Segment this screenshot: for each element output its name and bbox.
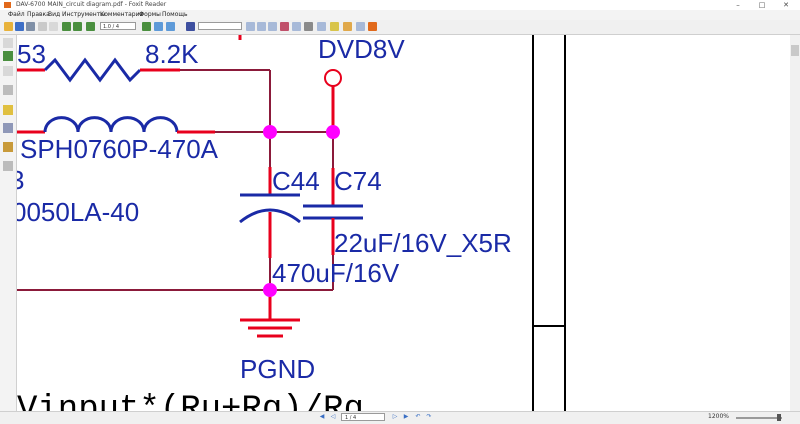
hand-tool-icon[interactable] — [38, 22, 47, 31]
find-binoculars-icon[interactable] — [186, 22, 195, 31]
label-c44: C44 — [272, 166, 320, 196]
junction-dot — [263, 125, 277, 139]
label-pgnd: PGND — [240, 354, 315, 384]
prev-page-icon[interactable] — [73, 22, 82, 31]
resistor-symbol — [43, 57, 142, 83]
last-page-icon[interactable] — [142, 22, 151, 31]
last-page-nav-icon[interactable]: ▶ — [403, 413, 409, 420]
signatures-icon[interactable] — [3, 161, 13, 171]
stamp-icon[interactable] — [356, 22, 365, 31]
status-page-field[interactable]: 1 / 4 — [341, 413, 385, 421]
zoom-level[interactable]: 1200% — [708, 413, 729, 420]
junction-dot — [263, 283, 277, 297]
label-8-2k: 8.2K — [145, 39, 199, 69]
c44-plate-bottom — [239, 208, 301, 224]
next-page-icon[interactable] — [86, 22, 95, 31]
label-dvd8v: DVD8V — [318, 35, 405, 64]
label-formula: Vinput*(Ru+Rg)/Rg — [17, 391, 364, 411]
inductor-symbol — [43, 116, 179, 133]
fit-width-icon[interactable] — [257, 22, 266, 31]
facing-page-icon[interactable] — [292, 22, 301, 31]
menu-forms[interactable]: Формы — [139, 11, 161, 18]
print-icon[interactable] — [26, 22, 35, 31]
status-bar — [0, 411, 800, 424]
sign-icon[interactable] — [368, 22, 377, 31]
single-page-icon[interactable] — [268, 22, 277, 31]
snapshot-icon[interactable] — [317, 22, 326, 31]
search-field[interactable] — [198, 22, 242, 30]
zoom-slider[interactable] — [736, 417, 782, 419]
close-button[interactable]: ✕ — [783, 1, 789, 9]
foxit-app-icon — [4, 2, 11, 8]
minimize-button[interactable]: – — [736, 1, 740, 9]
document-canvas[interactable]: 53 8.2K SPH0760P-470A 3 0050LA-40 DVD8V … — [17, 35, 790, 411]
zoom-slider-knob[interactable] — [777, 414, 781, 421]
menu-bar: Файл Правка Вид Инструменты Комментарии … — [0, 10, 800, 20]
prev-page-nav-icon[interactable]: ◁ — [330, 413, 336, 420]
maximize-button[interactable]: □ — [758, 1, 766, 9]
open-folder-icon[interactable] — [4, 22, 13, 31]
continuous-page-icon[interactable] — [280, 22, 289, 31]
rotate-view-icon[interactable] — [304, 22, 313, 31]
label-470uf: 470uF/16V — [272, 258, 400, 288]
menu-comments[interactable]: Комментарии — [100, 11, 144, 18]
tags-icon[interactable] — [3, 105, 13, 115]
save-icon[interactable] — [15, 22, 24, 31]
typewriter-icon[interactable] — [330, 22, 339, 31]
next-page-nav-icon[interactable]: ▷ — [392, 413, 398, 420]
label-53: 53 — [17, 39, 46, 69]
security-icon[interactable] — [3, 142, 13, 152]
attachments-icon[interactable] — [3, 123, 13, 133]
select-text-icon[interactable] — [49, 22, 58, 31]
forward-nav-icon[interactable]: ↷ — [426, 413, 432, 420]
menu-view[interactable]: Вид — [48, 11, 61, 18]
bookmarks-icon[interactable] — [3, 38, 13, 48]
zoom-in-icon[interactable] — [154, 22, 163, 31]
label-c74: C74 — [334, 166, 382, 196]
first-page-icon[interactable] — [62, 22, 71, 31]
menu-help[interactable]: Помощь — [162, 11, 188, 18]
window-title: DAV-6700 MAIN_circuit diagram.pdf - Foxi… — [16, 1, 167, 8]
vertical-scrollbar[interactable] — [790, 35, 800, 411]
note-icon[interactable] — [343, 22, 352, 31]
scrollbar-thumb[interactable] — [791, 45, 799, 56]
left-navigation-panel — [0, 35, 17, 411]
comments-icon[interactable] — [3, 85, 13, 95]
label-22uf: 22uF/16V_X5R — [334, 228, 512, 258]
pages-icon[interactable] — [3, 51, 13, 61]
menu-tools[interactable]: Инструменты — [62, 11, 105, 18]
label-0050la: 0050LA-40 — [17, 197, 139, 227]
junction-dot — [326, 125, 340, 139]
layers-icon[interactable] — [3, 66, 13, 76]
first-page-nav-icon[interactable]: ◀ — [319, 413, 325, 420]
zoom-out-icon[interactable] — [166, 22, 175, 31]
page-number-field[interactable]: 1.0 / 4 — [100, 22, 136, 30]
label-sph0760p: SPH0760P-470A — [20, 134, 219, 164]
circuit-schematic: 53 8.2K SPH0760P-470A 3 0050LA-40 DVD8V … — [17, 35, 566, 411]
back-nav-icon[interactable]: ↶ — [415, 413, 421, 420]
menu-file[interactable]: Файл — [8, 11, 25, 18]
label-3: 3 — [17, 165, 24, 195]
dvd8v-terminal — [324, 69, 342, 87]
fit-page-icon[interactable] — [246, 22, 255, 31]
menu-edit[interactable]: Правка — [27, 11, 50, 18]
